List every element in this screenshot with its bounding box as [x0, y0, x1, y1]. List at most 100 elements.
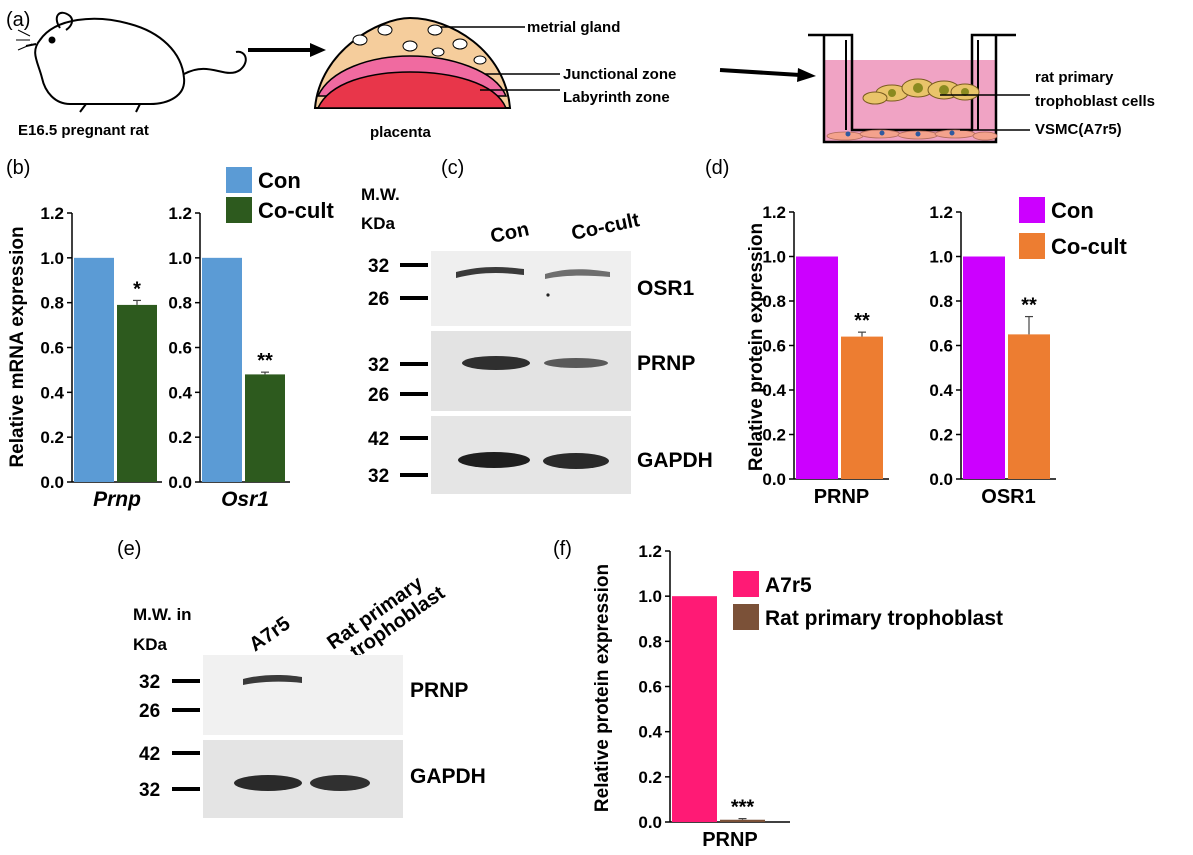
chart-f-bar-PRNP-con [672, 596, 717, 822]
chart-f: Relative protein expression0.00.20.40.60… [592, 542, 1003, 851]
chart-d-bar-PRNP-con [796, 256, 838, 479]
panel-label-b: (b) [6, 157, 30, 179]
chart-b-tick-label: 0.4 [40, 383, 64, 402]
chart-f-tick-label: 1.0 [638, 587, 662, 606]
chart-b-significance: * [133, 278, 141, 300]
panel-e-mw-line1: M.W. in [133, 605, 192, 624]
chart-b-significance: ** [257, 350, 273, 372]
chart-b-bar-Osr1-con [202, 257, 242, 482]
panel-c-marker-prnp-bottom: 26 [368, 385, 389, 406]
chart-d-tick-label: 0.8 [929, 292, 953, 311]
chart-b-tick-label: 0.8 [168, 294, 192, 313]
panel-c-mw-line2: KDa [361, 214, 396, 233]
chart-f-tick-label: 0.8 [638, 632, 662, 651]
chart-b-tick-label: 0.4 [168, 383, 192, 402]
vsmc-label: VSMC(A7r5) [1035, 121, 1122, 138]
panel-e-blot-label-gapdh: GAPDH [410, 765, 486, 788]
chart-f-tick-label: 0.2 [638, 768, 662, 787]
chart-d-tick-label: 0.6 [762, 337, 786, 356]
chart-f-group-label: PRNP [702, 829, 758, 851]
chart-b-legend-swatch [226, 167, 252, 193]
chart-f-legend-label: A7r5 [765, 574, 812, 597]
panel-c-marker-prnp-top: 32 [368, 355, 389, 376]
panel-e-blot-label-prnp: PRNP [410, 679, 468, 702]
chart-f-bar-PRNP-treated [720, 819, 765, 822]
panel-label-d: (d) [705, 157, 729, 179]
rat-label: E16.5 pregnant rat [18, 122, 149, 139]
panel-label-e: (e) [117, 538, 141, 560]
coculture-well [808, 33, 1030, 144]
panel-c-marker-gapdh-top: 42 [368, 429, 389, 450]
chart-d-tick-label: 0.2 [762, 426, 786, 445]
panel-e-marker-gapdh-bottom: 32 [139, 780, 160, 801]
chart-d-legend-label: Co-cult [1051, 234, 1127, 259]
chart-d-significance: ** [1021, 295, 1037, 317]
chart-b-tick-label: 1.2 [168, 204, 192, 223]
chart-f-significance: *** [731, 797, 755, 819]
chart-b-legend-label: Co-cult [258, 198, 334, 223]
metrial-gland-label: metrial gland [527, 19, 620, 36]
chart-d-bar-OSR1-treated [1008, 334, 1050, 479]
arrow-placenta-to-coculture [719, 68, 816, 82]
rat-illustration [16, 11, 247, 113]
chart-d-group-label: OSR1 [981, 486, 1035, 508]
chart-b-ylabel: Relative mRNA expression [7, 226, 28, 467]
chart-b-tick-label: 1.0 [40, 249, 64, 268]
panel-e-mw-line2: KDa [133, 635, 168, 654]
chart-f-legend-label: Rat primary trophoblast [765, 607, 1003, 630]
trophoblast-label-line2: trophoblast cells [1035, 93, 1155, 110]
chart-d-tick-label: 1.2 [929, 203, 953, 222]
panel-e-blots [172, 655, 403, 818]
chart-d-group-label: PRNP [814, 486, 870, 508]
placenta-illustration [313, 16, 560, 109]
chart-b: Relative mRNA expression 0.0 0.2 0.4 0.6 0.8 1… [7, 167, 334, 511]
chart-d-significance: ** [854, 310, 870, 332]
panel-c-marker-osr1-bottom: 26 [368, 289, 389, 310]
chart-d-ylabel: Relative protein expression [746, 223, 767, 471]
junctional-zone-label: Junctional zone [563, 66, 676, 83]
chart-d-tick-label: 1.2 [762, 203, 786, 222]
chart-d: Relative protein expression0.00.20.40.60… [746, 197, 1127, 508]
chart-b-bar-Osr1-treated [245, 374, 285, 482]
chart-f-legend-swatch [733, 604, 759, 630]
chart-b-tick-label: 1.2 [40, 204, 64, 223]
chart-b-tick-label: 0.0 [40, 473, 64, 492]
chart-d-tick-label: 0.0 [929, 470, 953, 489]
panel-e-marker-gapdh-top: 42 [139, 744, 160, 765]
chart-d-tick-label: 0.6 [929, 337, 953, 356]
panel-label-f: (f) [553, 538, 572, 560]
chart-b-legend-swatch [226, 197, 252, 223]
chart-f-tick-label: 1.2 [638, 542, 662, 561]
trophoblast-label-line1: rat primary [1035, 69, 1114, 86]
chart-f-ylabel: Relative protein expression [592, 564, 613, 812]
chart-d-tick-label: 0.0 [762, 470, 786, 489]
chart-b-bar-Prnp-treated [117, 304, 157, 482]
chart-b-tick-label: 0.2 [168, 428, 192, 447]
chart-b-tick-label: 1.0 [168, 249, 192, 268]
chart-d-tick-label: 0.4 [762, 381, 786, 400]
panel-e-marker-prnp-bottom: 26 [139, 701, 160, 722]
panel-c-marker-gapdh-bottom: 32 [368, 466, 389, 487]
panel-label-c: (c) [441, 157, 464, 179]
chart-b-legend-label: Con [258, 168, 301, 193]
arrow-rat-to-placenta [248, 43, 326, 57]
chart-d-legend-swatch [1019, 197, 1045, 223]
panel-e-lane-a7r5: A7r5 [245, 613, 294, 657]
chart-f-tick-label: 0.4 [638, 723, 662, 742]
chart-d-legend-swatch [1019, 233, 1045, 259]
panel-c-blots [400, 251, 631, 494]
chart-d-bar-OSR1-con [963, 256, 1005, 479]
chart-d-bar-PRNP-treated [841, 336, 883, 479]
chart-b-group-label: Prnp [93, 488, 141, 511]
chart-b-group-label: Osr1 [221, 488, 269, 511]
panel-c-blot-label-gapdh: GAPDH [637, 449, 713, 472]
panel-e-marker-prnp-top: 32 [139, 672, 160, 693]
panel-label-a: (a) [6, 9, 30, 31]
panel-c-lane-con: Con [488, 218, 531, 248]
chart-b-tick-label: 0.6 [168, 339, 192, 358]
chart-d-tick-label: 0.4 [929, 381, 953, 400]
chart-b-tick-label: 0.6 [40, 339, 64, 358]
chart-f-tick-label: 0.6 [638, 678, 662, 697]
placenta-label: placenta [370, 124, 432, 141]
panel-c-blot-label-prnp: PRNP [637, 352, 695, 375]
